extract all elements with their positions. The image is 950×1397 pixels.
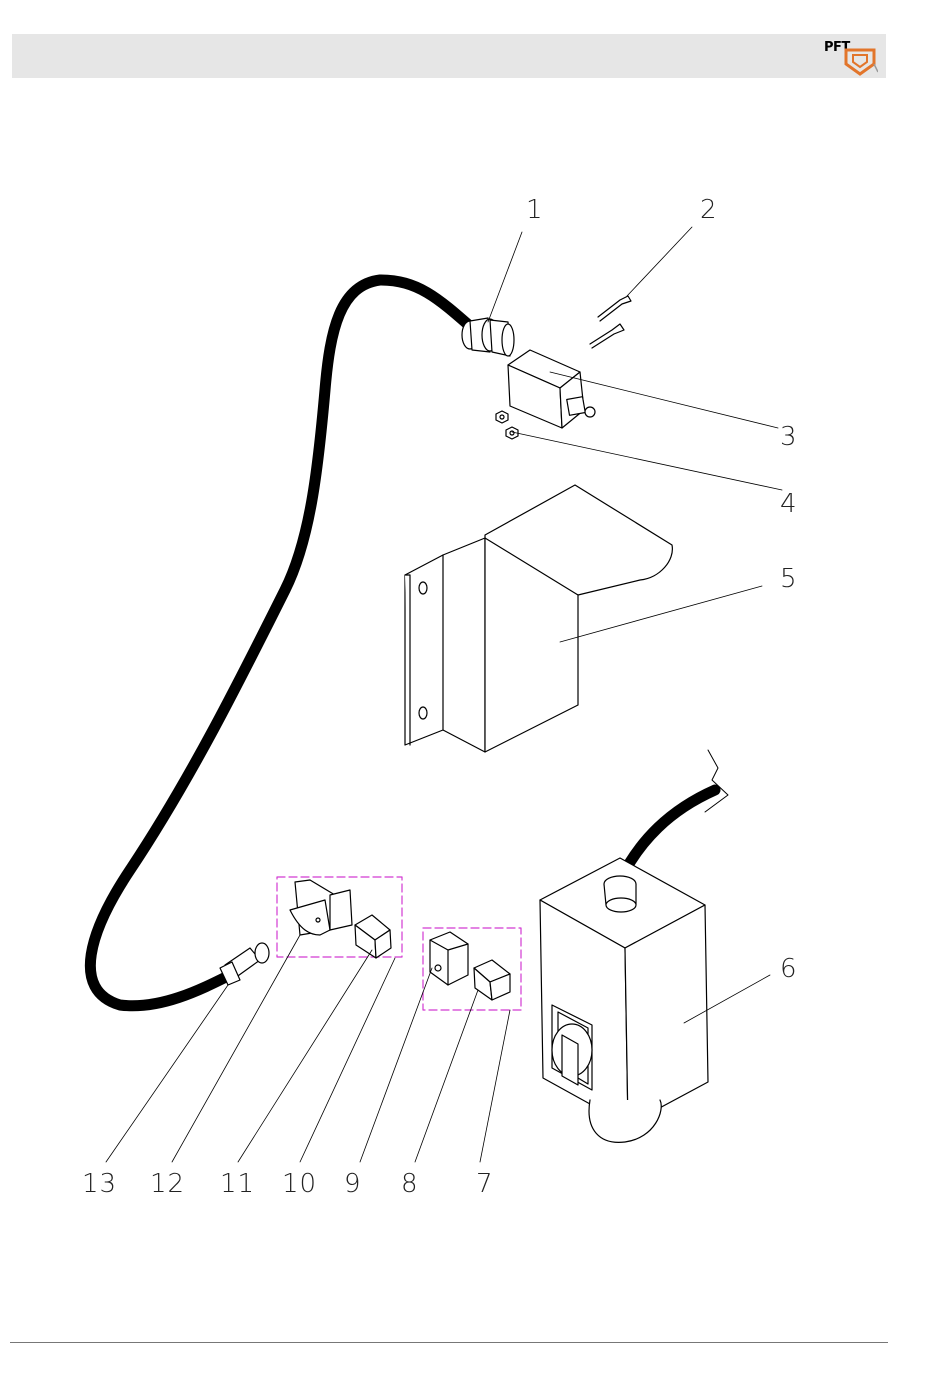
callout-13: 13 (82, 1169, 117, 1199)
bracket (405, 485, 672, 752)
callout-2: 2 (700, 195, 718, 225)
connector-insert-left (355, 915, 391, 958)
connector-insert-right (474, 960, 510, 1000)
screws (590, 296, 631, 348)
callout-10: 10 (282, 1169, 317, 1199)
cable-gland-top (462, 318, 514, 356)
connector-socket (430, 932, 468, 985)
footer-divider (10, 1342, 888, 1343)
callout-8: 8 (401, 1169, 419, 1199)
limit-switch (508, 350, 595, 428)
cable-gland-bottom (220, 943, 269, 985)
angled-connector (290, 880, 352, 935)
callout-9: 9 (344, 1169, 362, 1199)
callout-1: 1 (526, 195, 544, 225)
callout-7: 7 (476, 1169, 494, 1199)
callout-3: 3 (780, 422, 798, 452)
callout-6: 6 (780, 954, 798, 984)
callout-12: 12 (150, 1169, 185, 1199)
main-switch-box (540, 750, 728, 1142)
nuts (496, 411, 518, 439)
callout-4: 4 (780, 489, 798, 519)
callout-5: 5 (780, 564, 798, 594)
callout-11: 11 (220, 1169, 255, 1199)
